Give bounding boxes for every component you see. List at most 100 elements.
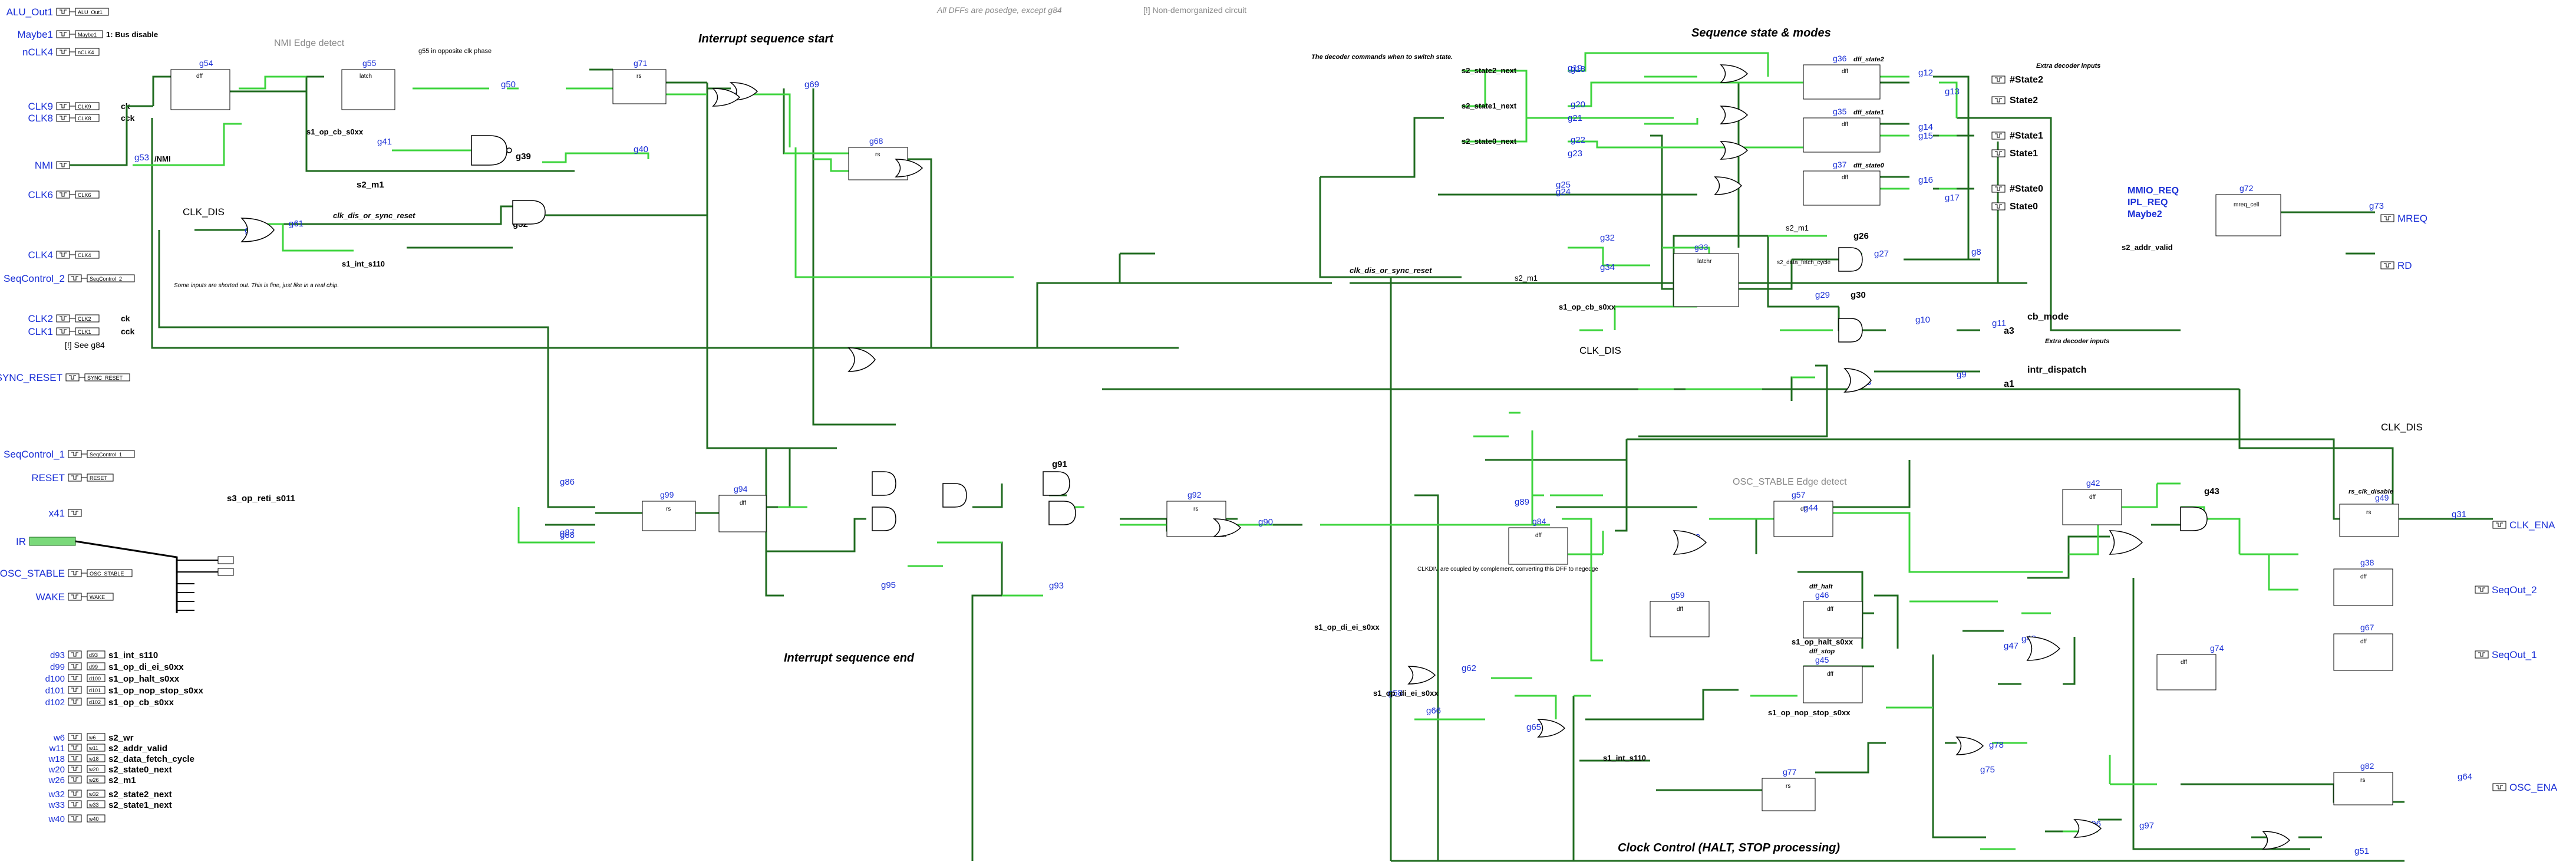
note-dffs: All DFFs are posedge, except g84 (936, 5, 1062, 15)
block-g72[interactable]: g72 mreq_cell (2215, 183, 2281, 236)
svg-text:g8: g8 (1971, 247, 1981, 257)
pin-osc-stable[interactable]: OSC_STABLE OSC_STABLE (0, 568, 133, 579)
block-g35[interactable]: g35 dff_state1 dff (1803, 107, 1884, 153)
block-g54[interactable]: g54 dff (170, 58, 230, 110)
out-osc-ena[interactable]: OSC_ENA (2492, 782, 2558, 793)
pin-clk9[interactable]: CLK9 CLK9 ck (28, 101, 130, 112)
out-rd[interactable]: RD (2380, 260, 2412, 271)
svg-text:g71: g71 (634, 58, 648, 68)
pin-ir[interactable]: IR (16, 536, 76, 547)
svg-text:s1_op_halt_s0xx: s1_op_halt_s0xx (1792, 637, 1853, 646)
svg-text:g97: g97 (2139, 821, 2154, 831)
block-g74[interactable]: g74 dff (2156, 643, 2224, 690)
block-g42[interactable]: g42 dff (2062, 478, 2122, 525)
block-g37[interactable]: g37 dff_state0 dff (1803, 160, 1885, 206)
block-g67[interactable]: g67 dff (2333, 623, 2393, 671)
svg-text:dff: dff (1842, 175, 1848, 181)
svg-text:nCLK4: nCLK4 (22, 47, 53, 58)
svg-text:s1_op_nop_stop_s0xx: s1_op_nop_stop_s0xx (108, 686, 204, 696)
svg-text:s2_state2_next: s2_state2_next (1462, 66, 1517, 75)
block-g82[interactable]: g82 rs (2333, 761, 2393, 805)
block-g46[interactable]: g46 dff_halt dff (1803, 583, 1863, 639)
pin-sync-reset[interactable]: SYNC_RESET SYNC_RESET (0, 372, 130, 383)
block-g49[interactable]: g49 rs_clk_disable rs (2339, 488, 2399, 537)
pin-x41[interactable]: x41 (49, 508, 82, 519)
block-g92[interactable]: g92 rs (1166, 490, 1226, 537)
svg-text:d100: d100 (89, 676, 101, 682)
block-g38[interactable]: g38 dff (2333, 558, 2393, 606)
block-g33[interactable]: g33 latchr (1673, 242, 1739, 307)
note-extra-decoder-1: Extra decoder inputs (2036, 63, 2100, 70)
svg-text:SeqControl_1: SeqControl_1 (90, 452, 122, 458)
pin-clk6[interactable]: CLK6 CLK6 (28, 189, 100, 200)
block-g57[interactable]: g57 dff (1773, 490, 1833, 537)
pin-nclk4[interactable]: nCLK4 nCLK4 (22, 47, 100, 58)
out-state0[interactable]: State0 (1991, 202, 2038, 212)
svg-text:a3: a3 (2004, 326, 2014, 336)
out-state2[interactable]: State2 (1991, 96, 2038, 106)
svg-text:CLK_ENA: CLK_ENA (2509, 519, 2555, 531)
svg-text:nCLK4: nCLK4 (78, 50, 94, 55)
out-seqout-1[interactable]: SeqOut_1 (2475, 649, 2537, 660)
out-state2-n[interactable]: #State2 (1991, 75, 2043, 85)
block-g36[interactable]: g36 dff_state2 dff (1803, 54, 1884, 100)
svg-text:rs: rs (666, 506, 671, 512)
svg-text:g78: g78 (1989, 740, 2004, 750)
svg-text:g82: g82 (2360, 761, 2374, 771)
pin-reset[interactable]: RESET RESET (31, 472, 114, 484)
pin-maybe1[interactable]: Maybe1 Maybe1 1: Bus disable (18, 29, 159, 40)
svg-text:g12: g12 (1918, 68, 1933, 78)
svg-text:g69: g69 (804, 80, 819, 90)
svg-text:ALU_Out1: ALU_Out1 (6, 6, 53, 18)
svg-text:g64: g64 (2458, 772, 2472, 782)
pin-wake[interactable]: WAKE WAKE (36, 591, 114, 603)
svg-text:intr_dispatch: intr_dispatch (2027, 365, 2086, 375)
pin-alu-out1[interactable]: ALU_Out1 ALU_Out1 (6, 6, 109, 18)
pin-seqcontrol-1[interactable]: SeqControl_1 SeqControl_1 (4, 449, 135, 460)
block-g77[interactable]: g77 rs (1762, 767, 1816, 811)
block-g45[interactable]: g45 dff_stop dff (1803, 648, 1863, 703)
svg-text:ck: ck (121, 101, 130, 111)
block-g55[interactable]: g55 latch (341, 58, 395, 110)
svg-text:g51: g51 (2354, 846, 2369, 856)
pin-clk4[interactable]: CLK4 CLK4 (28, 249, 100, 261)
block-g71[interactable]: g71 rs (612, 58, 667, 104)
out-state1-n[interactable]: #State1 (1991, 131, 2043, 141)
pin-seqcontrol-2[interactable]: SeqControl_2 SeqControl_2 (4, 273, 135, 284)
svg-text:CLK8: CLK8 (28, 113, 53, 124)
block-g99[interactable]: g99 rs (642, 490, 696, 531)
block-g59[interactable]: g59 dff (1650, 590, 1710, 637)
out-clk-ena[interactable]: CLK_ENA (2492, 519, 2555, 531)
block-g94[interactable]: g94 dff (718, 484, 767, 532)
out-mreq[interactable]: MREQ (2380, 213, 2427, 224)
out-state0-n[interactable]: #State0 (1991, 184, 2043, 194)
block-g84[interactable]: g84 dff (1508, 517, 1568, 565)
out-state1[interactable]: State1 (1991, 149, 2038, 159)
out-seqout-2[interactable]: SeqOut_2 (2475, 584, 2537, 596)
pin-nmi[interactable]: NMI /NMI (35, 154, 171, 171)
svg-text:g73: g73 (2369, 201, 2384, 211)
pin-clk1[interactable]: CLK1 CLK1 cck (28, 326, 134, 337)
svg-text:w32: w32 (88, 791, 99, 797)
pin-clk2[interactable]: CLK2 CLK2 ck (28, 313, 130, 324)
svg-text:g89: g89 (1515, 497, 1529, 507)
svg-text:rs: rs (1786, 783, 1790, 790)
pin-clk8[interactable]: CLK8 CLK8 cck (28, 113, 134, 124)
svg-text:d93: d93 (50, 650, 65, 660)
title-clock-control: Clock Control (HALT, STOP processing) (1618, 841, 1840, 854)
svg-text:WAKE: WAKE (90, 594, 105, 600)
svg-text:s3_op_reti_s011: s3_op_reti_s011 (227, 494, 295, 504)
